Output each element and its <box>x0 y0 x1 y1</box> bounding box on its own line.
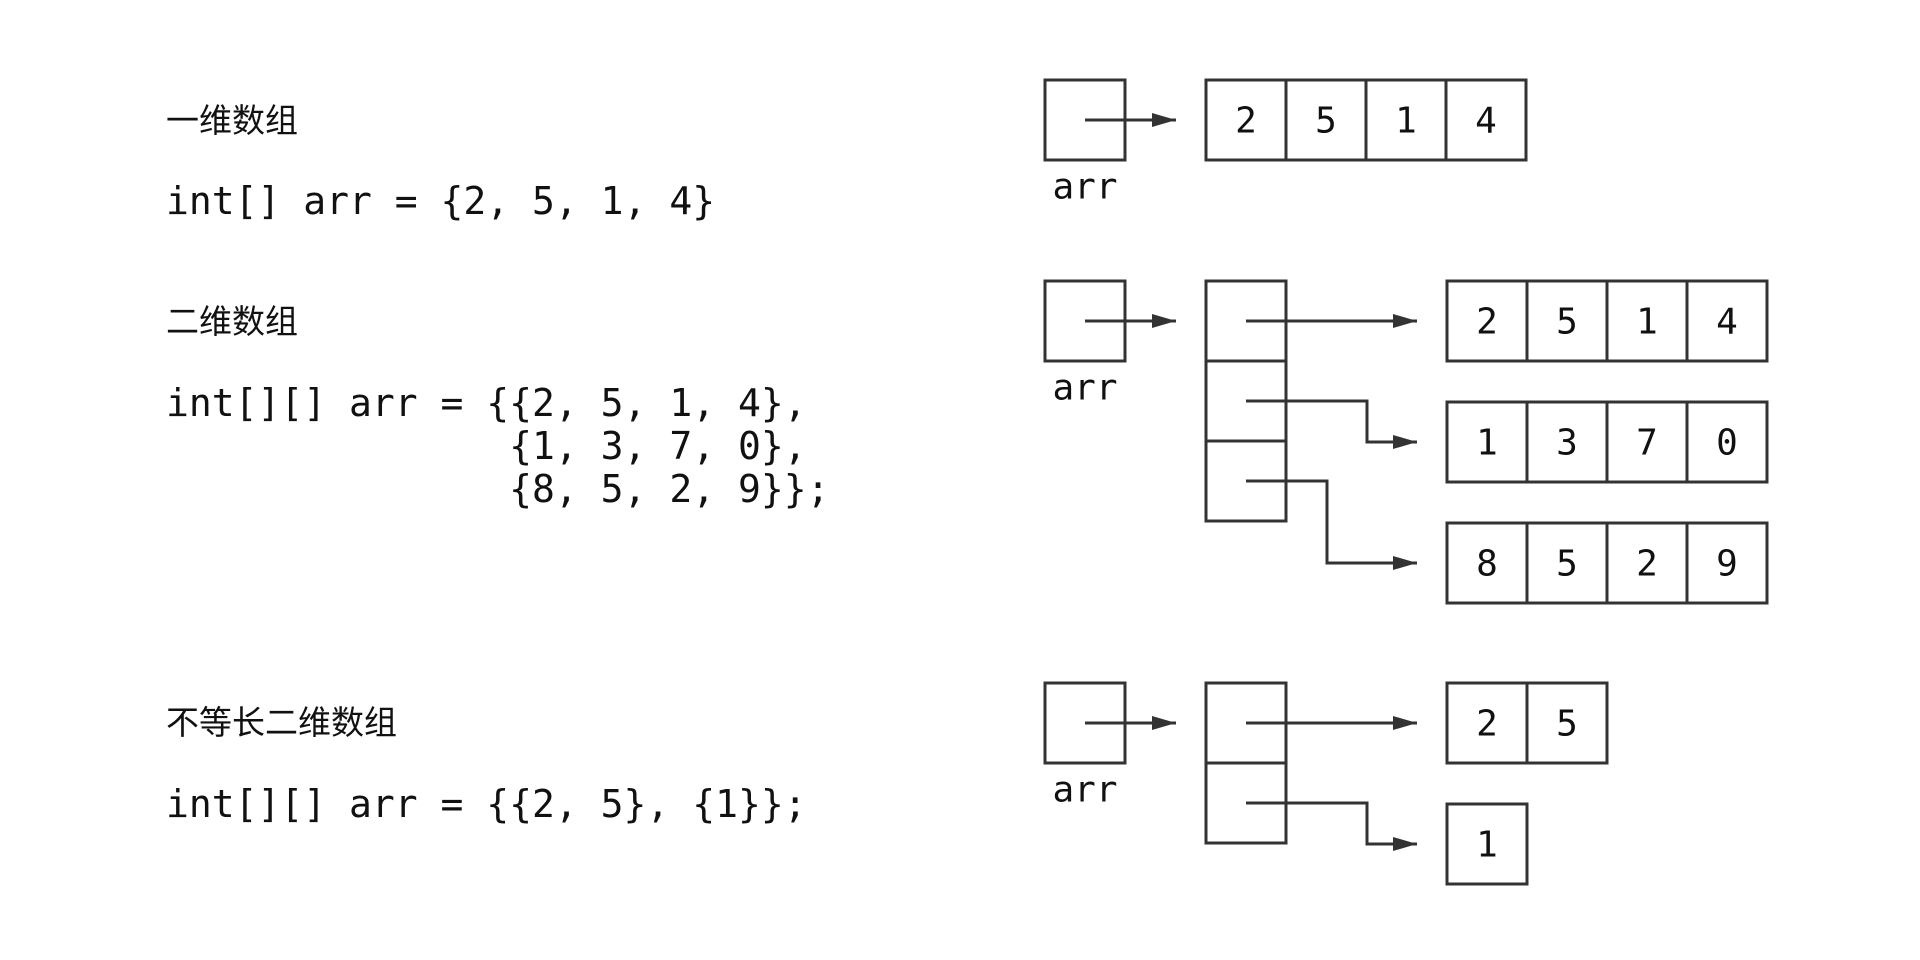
section-2-row-1-cell-3 <box>1685 400 1769 484</box>
section-2-heading: 二维数组 <box>166 302 298 341</box>
section-1-cell-value-3: 4 <box>1475 101 1497 142</box>
section-2-code-line-2: {1, 3, 7, 0}, <box>166 424 807 468</box>
section-1-cell-value-0: 2 <box>1235 101 1257 142</box>
section-3-code-line-1: int[][] arr = {{2, 5}, {1}}; <box>166 782 807 826</box>
section-3-var-label: arr <box>1052 770 1117 811</box>
section-1-code-line-1: int[] arr = {2, 5, 1, 4} <box>166 179 716 223</box>
section-2-row-1-value-0: 1 <box>1476 423 1498 464</box>
section-2-row-0-value-2: 1 <box>1636 302 1658 343</box>
section-2-row-1-value-2: 7 <box>1636 423 1658 464</box>
section-2-row-0-value-1: 5 <box>1556 302 1578 343</box>
section-2-row-1-value-3: 0 <box>1716 423 1738 464</box>
section-2-row-arrow-2 <box>1246 479 1417 570</box>
section-2-row-0-value-0: 2 <box>1476 302 1498 343</box>
section-2-row-2-value-1: 5 <box>1556 544 1578 585</box>
section-2-row-2-value-3: 9 <box>1716 544 1738 585</box>
section-1-cell-value-2: 1 <box>1395 101 1417 142</box>
section-2-row-1-value-1: 3 <box>1556 423 1578 464</box>
section-2-var-label: arr <box>1052 368 1117 409</box>
section-2-row-2-cell-3 <box>1685 521 1769 605</box>
section-3-row-1-value-0: 1 <box>1476 825 1498 866</box>
section-1-cell-3 <box>1444 78 1528 162</box>
section-2-row-arrow-1 <box>1246 399 1417 449</box>
section-3-row-0-cell-1 <box>1525 681 1609 765</box>
section-2-code-line-3: {8, 5, 2, 9}}; <box>166 467 830 511</box>
section-2-row-2-value-0: 8 <box>1476 544 1498 585</box>
section-3-row-0-value-1: 5 <box>1556 704 1578 745</box>
section-3-heading: 不等长二维数组 <box>166 703 397 742</box>
section-2-row-2-value-2: 2 <box>1636 544 1658 585</box>
section-3-row-arrow-1 <box>1246 801 1417 851</box>
section-1-heading: 一维数组 <box>166 101 298 140</box>
section-2-row-0-cell-3 <box>1685 279 1769 363</box>
section-3-row-1-cell-0 <box>1445 802 1529 886</box>
section-2-row-0-value-3: 4 <box>1716 302 1738 343</box>
section-3-row-0-value-0: 2 <box>1476 704 1498 745</box>
section-2-code-line-1: int[][] arr = {{2, 5, 1, 4}, <box>166 381 807 425</box>
section-1-cell-value-1: 5 <box>1315 101 1337 142</box>
section-1-var-label: arr <box>1052 167 1117 208</box>
